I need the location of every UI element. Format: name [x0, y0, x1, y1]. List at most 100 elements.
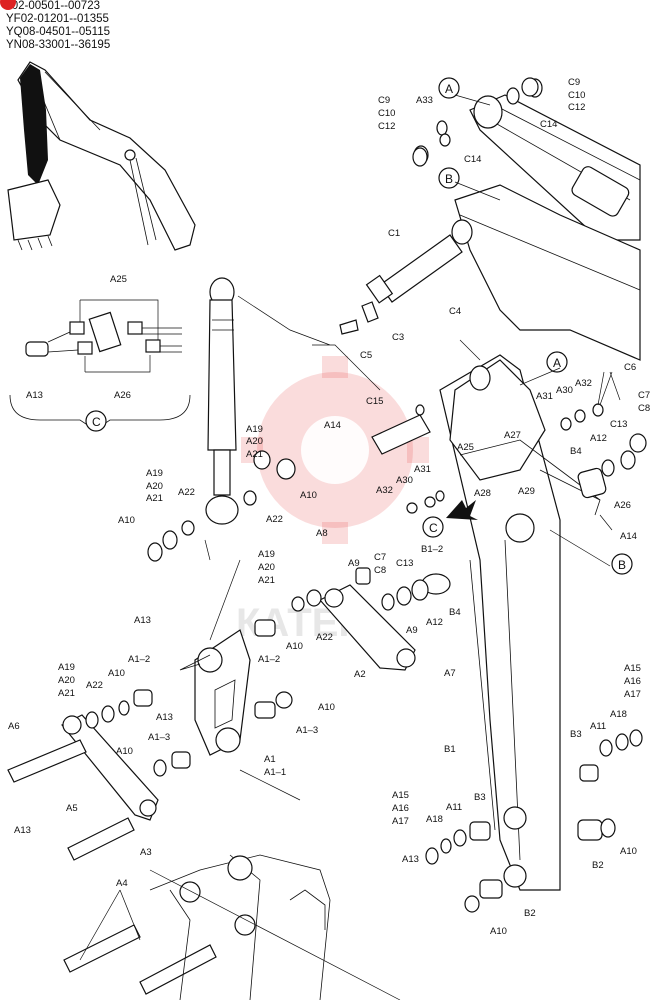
label: A13: [134, 615, 151, 626]
svg-text:B: B: [618, 558, 626, 572]
callout-c-detail: C: [92, 415, 101, 429]
label: B1: [444, 744, 456, 755]
label: C15: [366, 396, 383, 407]
serial-range: YN08-33001--36195: [6, 39, 111, 51]
serial-number-list: J02-00501--00723 YF02-01201--01355 YQ08-…: [0, 0, 111, 52]
label: A2: [354, 669, 366, 680]
label: A20: [146, 481, 163, 492]
label: A9: [348, 558, 360, 569]
label: C5: [360, 350, 372, 361]
label: A22: [178, 487, 195, 498]
label: A12: [590, 433, 607, 444]
label: A1–2: [128, 654, 150, 665]
label: A26: [114, 390, 131, 401]
label: A25: [457, 442, 474, 453]
label: A20: [58, 675, 75, 686]
label: A21: [146, 493, 163, 504]
leader-lines: [79, 94, 621, 1000]
label: A4: [116, 878, 128, 889]
label: C13: [610, 419, 627, 430]
svg-text:C: C: [429, 521, 438, 535]
label: A1–1: [264, 767, 286, 778]
label: C6: [624, 362, 636, 373]
label: A26: [614, 500, 631, 511]
label: A7: [444, 668, 456, 679]
label: A6: [8, 721, 20, 732]
label: A3: [140, 847, 152, 858]
link-a3: [61, 714, 159, 821]
callout-b-top: B: [438, 167, 460, 189]
label: C3: [392, 332, 404, 343]
stopper-c3: [339, 301, 379, 335]
label: A12: [426, 617, 443, 628]
label: A1–2: [258, 654, 280, 665]
label: B4: [570, 446, 582, 457]
label: C13: [396, 558, 413, 569]
label: A30: [556, 385, 573, 396]
arm-cylinder-top: [413, 78, 641, 241]
label: B2: [524, 908, 536, 919]
label: A9: [406, 625, 418, 636]
label: A30: [396, 475, 413, 486]
label: C12: [568, 102, 585, 113]
label: B3: [570, 729, 582, 740]
label: A31: [414, 464, 431, 475]
pin-c1: [365, 234, 463, 304]
label: A5: [66, 803, 78, 814]
label: C9: [378, 95, 390, 106]
label: C9: [568, 77, 580, 88]
callout-b-mid: B: [611, 553, 633, 575]
label: C8: [374, 565, 386, 576]
label: C8: [638, 403, 650, 414]
link-a1: [194, 629, 251, 756]
direction-arrow-icon: [446, 500, 478, 520]
label: A29: [518, 486, 535, 497]
label: B3: [474, 792, 486, 803]
label: A11: [590, 721, 606, 732]
label: C10: [568, 90, 585, 101]
serial-range: YQ08-04501--05115: [6, 26, 110, 38]
excavator-overview-thumbnail: [7, 61, 196, 251]
label: C1: [388, 228, 400, 239]
svg-text:A: A: [553, 356, 561, 370]
label: A14: [620, 531, 637, 542]
label: C4: [449, 306, 461, 317]
label: A22: [266, 514, 283, 525]
label: A18: [426, 814, 443, 825]
label: A1–3: [148, 732, 170, 743]
label: A10: [620, 846, 637, 857]
label: A17: [624, 689, 641, 700]
label: A8: [316, 528, 328, 539]
label: A19: [146, 468, 163, 479]
pin-a6: [7, 739, 87, 783]
label: C7: [374, 552, 386, 563]
label: C14: [464, 154, 481, 165]
corner-badge: [0, 0, 16, 10]
label: A14: [324, 420, 341, 431]
label: B4: [449, 607, 461, 618]
washers-and-bushings: [85, 77, 647, 913]
label: A21: [246, 449, 263, 460]
label: A10: [116, 746, 133, 757]
callout-a-top: A: [438, 77, 460, 99]
label: A32: [575, 378, 592, 389]
label: A27: [504, 430, 521, 441]
label: B1–2: [421, 544, 443, 555]
label: A16: [392, 803, 409, 814]
label: A33: [416, 95, 433, 106]
callout-a-mid: A: [546, 351, 568, 373]
part-labels: C9 C10 C12 C9 C10 C12 A33 C14 C14 C1 C3 …: [8, 77, 650, 937]
pin-a5: [67, 817, 135, 861]
label: A17: [392, 816, 409, 827]
label: A1–3: [296, 725, 318, 736]
label: A20: [246, 436, 263, 447]
boom-b1: [439, 184, 641, 891]
callout-c-mid: C: [422, 516, 444, 538]
label: A10: [318, 702, 335, 713]
label: A20: [258, 562, 275, 573]
label: A10: [300, 490, 317, 501]
label: A13: [156, 712, 173, 723]
label: A10: [108, 668, 125, 679]
serial-range: YF02-01201--01355: [6, 13, 109, 25]
